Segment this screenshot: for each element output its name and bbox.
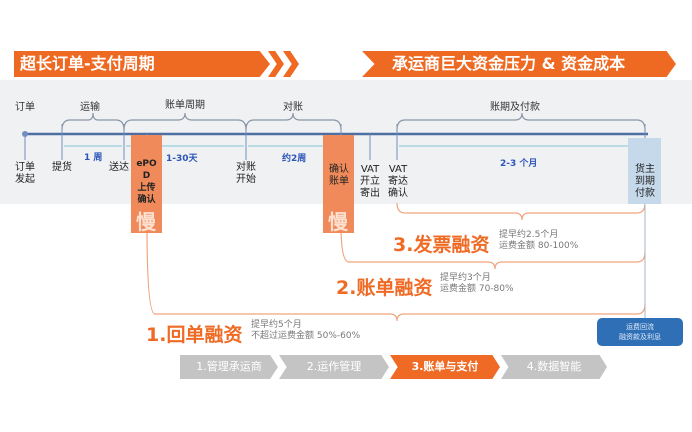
repayment-box: 运费回流 融资款及利息 xyxy=(597,318,683,346)
node-order-created: 订单 发起 xyxy=(15,162,35,185)
label-term-payment: 账期及付款 xyxy=(490,102,540,113)
banner-capital-pressure: 承运商巨大资金压力 & 资金成本 xyxy=(362,51,676,77)
payment-due-highlight xyxy=(628,138,661,204)
node-pickup: 提货 xyxy=(52,162,72,173)
epod-text: 上传 xyxy=(137,183,156,193)
node-delivered: 送达 xyxy=(109,162,129,173)
repayment-line: 融资款及利息 xyxy=(619,333,661,341)
slow-marker-bill xyxy=(323,135,354,233)
node-confirm-bill: 确认 账单 xyxy=(329,164,349,187)
node-vat-received: VAT 寄达 确认 xyxy=(388,164,408,199)
financing-invoice-title: 3.发票融资 xyxy=(393,234,490,256)
duration-billing: 1-30天 xyxy=(166,154,198,164)
node-epod-upload: ePO D 上传 确认 xyxy=(131,158,162,206)
epod-text: D xyxy=(142,171,151,181)
node-payment-due: 货主 到期 付款 xyxy=(635,164,655,199)
financing-invoice-desc: 提早约2.5个月 运费金额 80-100% xyxy=(499,230,578,252)
slow-marker-epod xyxy=(131,135,162,233)
label-reconciliation: 对账 xyxy=(283,102,303,113)
label-order: 订单 xyxy=(15,102,35,113)
epod-text: ePO xyxy=(136,159,157,169)
desc-line: 不超过运费金额 50%-60% xyxy=(251,331,361,341)
step-operations[interactable]: 2.运作管理 xyxy=(279,355,389,379)
duration-transport: 1 周 xyxy=(84,153,103,163)
node-recon-start: 对账 开始 xyxy=(236,162,256,185)
duration-recon: 约2周 xyxy=(282,154,307,164)
financing-bill-title: 2.账单融资 xyxy=(336,277,433,299)
slow-label: 慢 xyxy=(136,210,156,234)
desc-line: 运费金额 80-100% xyxy=(499,241,579,251)
desc-line: 运费金额 70-80% xyxy=(440,284,514,294)
desc-line: 提早约2.5个月 xyxy=(499,230,559,240)
step-manage-carriers[interactable]: 1.管理承运商 xyxy=(180,355,278,379)
slow-label: 慢 xyxy=(328,210,348,234)
banner-payment-cycle: 超长订单-支付周期 xyxy=(14,51,270,77)
desc-line: 提早约5个月 xyxy=(251,320,302,330)
step-data-intelligence[interactable]: 4.数据智能 xyxy=(501,355,607,379)
label-billing-cycle: 账单周期 xyxy=(165,100,205,111)
step-billing-payment[interactable]: 3.账单与支付 xyxy=(390,355,500,379)
financing-bill-desc: 提早约3个月 运费金额 70-80% xyxy=(440,273,514,295)
repayment-line: 运费回流 xyxy=(626,323,654,331)
financing-receipt-desc: 提早约5个月 不超过运费金额 50%-60% xyxy=(251,320,360,342)
duration-payment: 2-3 个月 xyxy=(500,159,538,169)
epod-text: 确认 xyxy=(137,195,156,205)
label-transport: 运输 xyxy=(80,102,100,113)
node-vat-issued: VAT 开立 寄出 xyxy=(360,164,380,199)
desc-line: 提早约3个月 xyxy=(440,273,491,283)
financing-receipt-title: 1.回单融资 xyxy=(146,324,243,346)
